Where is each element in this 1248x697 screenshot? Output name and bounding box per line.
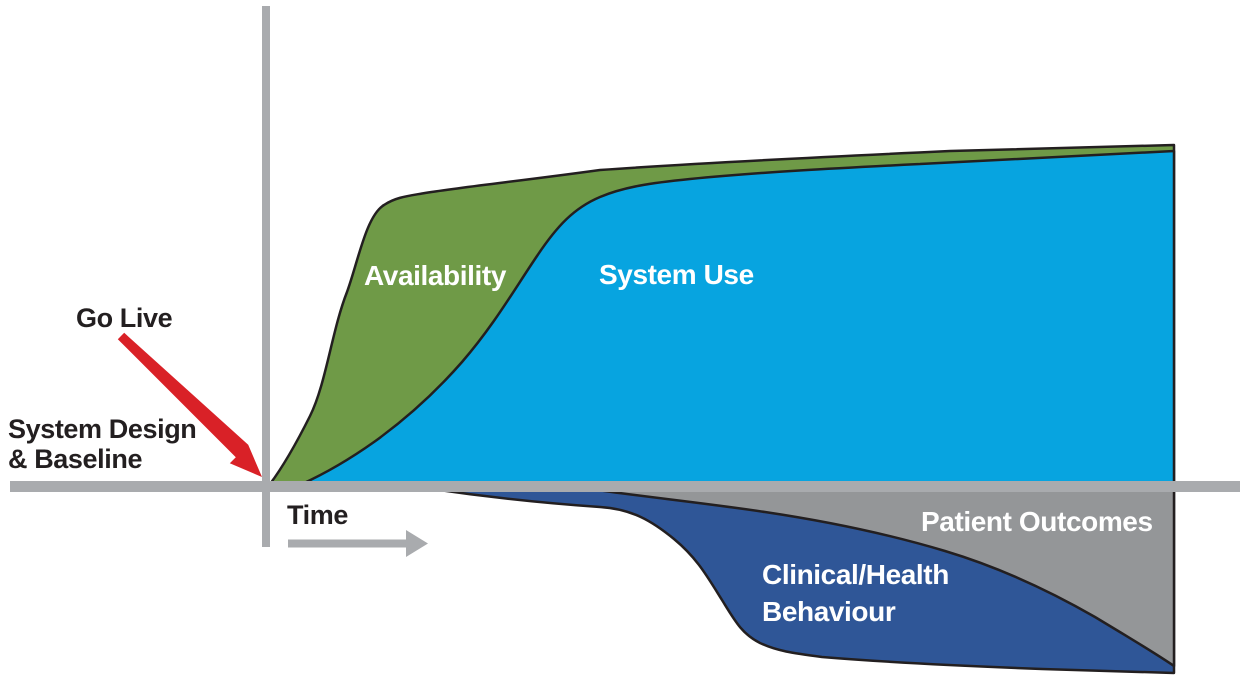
system-design-baseline-label: System Design & Baseline [8, 414, 197, 475]
behaviour-line: Behaviour [762, 595, 896, 627]
go-live-arrow-icon [117, 332, 262, 477]
patient-outcomes-label: Patient Outcomes [921, 506, 1153, 537]
go-live-label: Go Live [76, 303, 173, 333]
availability-label: Availability [364, 260, 506, 291]
clinical-behaviour-label: Clinical/Health Behaviour [762, 557, 949, 631]
system-use-area [300, 149, 1176, 486]
system-use-label: System Use [599, 259, 754, 290]
x-axis [10, 481, 1240, 492]
time-axis-label: Time [287, 500, 348, 530]
patient-outcomes-area [588, 487, 1176, 668]
baseline-line: & Baseline [8, 444, 143, 475]
system-design-line: System Design [8, 414, 197, 444]
time-arrow-icon [288, 530, 428, 557]
clinical-health-line: Clinical/Health [762, 559, 949, 590]
y-axis [262, 6, 270, 547]
